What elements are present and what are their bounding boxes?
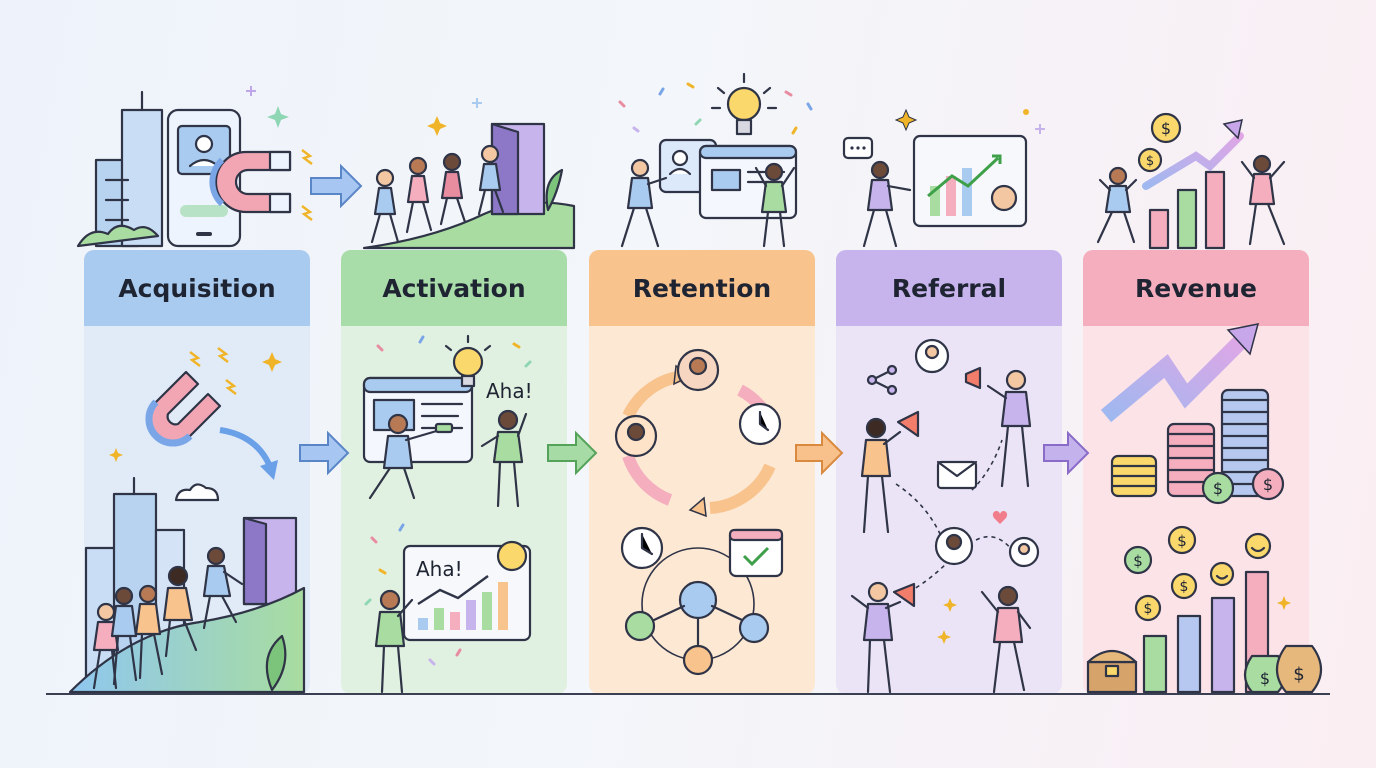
treasure-chest-icon bbox=[1086, 649, 1138, 694]
crowd-walking-icon bbox=[92, 546, 244, 690]
aha-chart-card-icon: Aha! bbox=[402, 540, 532, 642]
svg-text:$: $ bbox=[1133, 552, 1143, 570]
svg-text:$: $ bbox=[1177, 532, 1187, 550]
dollar-coin-icon: $ $ bbox=[1137, 112, 1182, 173]
person-presenting-icon bbox=[862, 160, 912, 248]
envelope-icon bbox=[936, 460, 978, 490]
person-with-megaphone-icon bbox=[860, 410, 920, 534]
svg-text:$: $ bbox=[1161, 119, 1171, 138]
svg-text:$: $ bbox=[1263, 475, 1273, 494]
person-celebrating-icon bbox=[1240, 154, 1286, 246]
person-pointing-icon bbox=[620, 158, 668, 248]
growth-chart-board-icon bbox=[912, 134, 1028, 228]
lightbulb-icon bbox=[444, 334, 492, 388]
person-waving-icon bbox=[980, 585, 1032, 694]
share-icon bbox=[866, 364, 898, 396]
person-cheering-icon bbox=[754, 162, 796, 248]
magnet-icon bbox=[209, 150, 292, 214]
person-reaching-icon bbox=[368, 413, 454, 500]
money-bag-icon: $ $ bbox=[1243, 644, 1323, 694]
panel-art-acquisition bbox=[68, 347, 306, 694]
person-pointing-icon bbox=[480, 409, 528, 508]
aha-callout-1: Aha! bbox=[486, 379, 533, 403]
coin-stacks-icon: $ $ bbox=[1110, 388, 1285, 505]
svg-text:$: $ bbox=[1144, 601, 1153, 617]
connector-arrow-2 bbox=[547, 430, 598, 476]
dollar-coin-icon: $ $ $ $ bbox=[1123, 525, 1198, 622]
stage-label-retention: Retention bbox=[589, 250, 815, 326]
network-nodes-icon bbox=[620, 526, 784, 676]
walking-people-group-icon bbox=[370, 144, 505, 244]
svg-text:$: $ bbox=[1293, 664, 1304, 685]
person-raising-hand-icon bbox=[374, 589, 414, 694]
chat-bubble-icon bbox=[842, 136, 874, 160]
open-door-icon bbox=[242, 516, 298, 606]
connector-arrow-4 bbox=[1043, 430, 1090, 476]
connector-arrow-1 bbox=[299, 430, 350, 476]
stage-label-activation: Activation bbox=[341, 250, 567, 326]
bar-chart-icon bbox=[1148, 170, 1226, 250]
aha-callout-2: Aha! bbox=[416, 557, 463, 581]
top-scene-activation bbox=[362, 98, 576, 250]
person-with-megaphone-icon bbox=[964, 366, 1032, 488]
top-scene-acquisition bbox=[76, 86, 313, 248]
panel-art-revenue: $ $ $ $ $ $ bbox=[1086, 323, 1323, 694]
magnet-icon bbox=[145, 370, 222, 447]
person-jumping-icon bbox=[1096, 166, 1138, 244]
lightbulb-icon bbox=[710, 72, 778, 136]
stage-label-referral: Referral bbox=[836, 250, 1062, 326]
svg-text:$: $ bbox=[1260, 669, 1270, 688]
panel-art-activation: Aha! Aha bbox=[362, 334, 533, 694]
stage-label-acquisition: Acquisition bbox=[84, 250, 310, 326]
panel-art-referral bbox=[850, 338, 1040, 694]
top-scene-retention bbox=[618, 72, 813, 248]
top-scene-revenue: $ $ bbox=[1096, 112, 1286, 250]
person-shouting-icon bbox=[850, 581, 916, 694]
top-scene-referral bbox=[842, 108, 1045, 248]
svg-text:$: $ bbox=[1146, 154, 1154, 169]
connector-arrow-3 bbox=[795, 430, 844, 476]
stage-label-revenue: Revenue bbox=[1083, 250, 1309, 326]
city-buildings-icon bbox=[94, 90, 164, 248]
top-arrow-acquisition bbox=[310, 163, 363, 209]
retention-cycle-icon bbox=[614, 348, 782, 518]
panel-art-retention bbox=[614, 348, 784, 676]
baseline-rule bbox=[46, 693, 1330, 695]
open-door-icon bbox=[490, 122, 546, 216]
browser-window-icon bbox=[362, 376, 474, 464]
smiley-icon bbox=[1209, 532, 1272, 587]
svg-text:$: $ bbox=[1180, 579, 1189, 595]
svg-text:$: $ bbox=[1213, 479, 1223, 498]
